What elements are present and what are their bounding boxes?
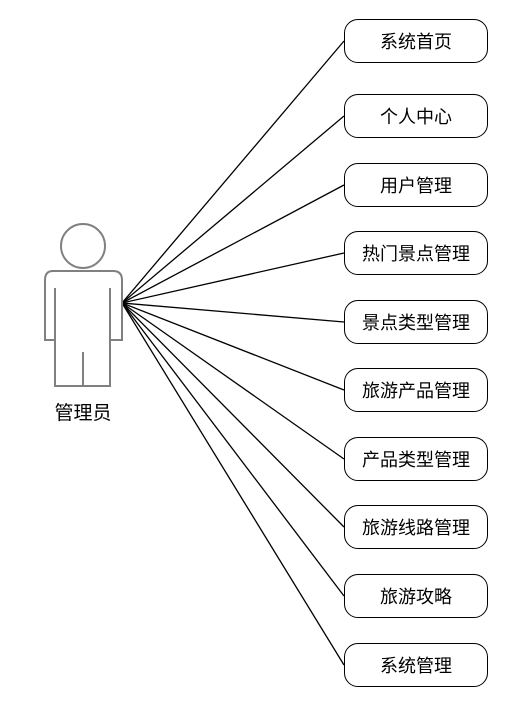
use-case-box: 个人中心 xyxy=(344,94,488,138)
use-case-label: 系统首页 xyxy=(380,32,452,53)
use-case-box: 用户管理 xyxy=(344,163,488,207)
association-line xyxy=(121,40,345,304)
use-case-box: 旅游攻略 xyxy=(344,574,488,618)
use-case-box: 系统管理 xyxy=(344,643,488,687)
association-line xyxy=(121,115,345,304)
association-line xyxy=(121,302,345,323)
use-case-label: 旅游攻略 xyxy=(380,587,452,608)
use-case-label: 用户管理 xyxy=(380,176,452,197)
use-case-label: 景点类型管理 xyxy=(362,313,470,334)
use-case-label: 旅游线路管理 xyxy=(362,518,470,539)
use-case-label: 系统管理 xyxy=(380,656,452,677)
association-line xyxy=(121,302,345,597)
use-case-label: 热门景点管理 xyxy=(362,244,470,265)
actor-figure xyxy=(44,223,123,387)
association-line xyxy=(121,184,345,304)
actor-label: 管理员 xyxy=(54,402,112,424)
use-case-box: 旅游产品管理 xyxy=(344,368,488,412)
actor-body xyxy=(44,270,123,387)
use-case-box: 产品类型管理 xyxy=(344,437,488,481)
use-case-box: 旅游线路管理 xyxy=(344,505,488,549)
association-line xyxy=(121,302,345,528)
use-case-box: 系统首页 xyxy=(344,19,488,63)
association-lines xyxy=(121,40,345,666)
use-case-label: 旅游产品管理 xyxy=(362,381,470,402)
actor-head xyxy=(60,223,106,269)
use-case-label: 产品类型管理 xyxy=(362,450,470,471)
association-line xyxy=(121,302,345,666)
use-case-box: 热门景点管理 xyxy=(344,231,488,275)
use-case-label: 个人中心 xyxy=(380,107,452,128)
use-case-box: 景点类型管理 xyxy=(344,300,488,344)
association-line xyxy=(121,302,345,391)
association-line xyxy=(121,252,345,304)
association-line xyxy=(121,302,345,460)
